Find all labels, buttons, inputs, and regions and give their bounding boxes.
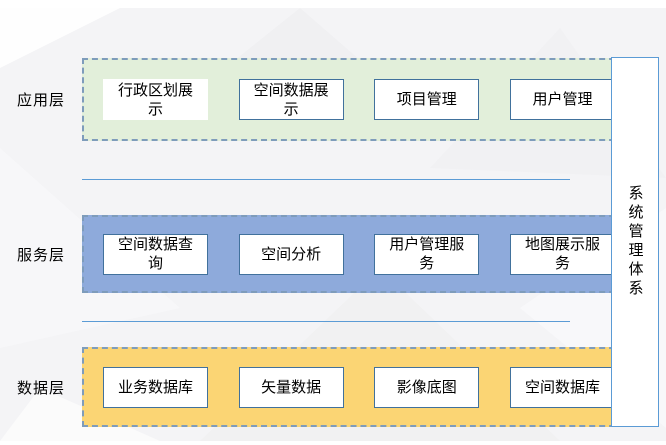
application-layer-row: 应用层 行政区划展 示 空间数据展 示 项目管理 用户管理 xyxy=(0,58,666,141)
application-layer-label: 应用层 xyxy=(16,92,65,109)
layer-divider-bottom xyxy=(82,321,570,322)
box-spatial-database: 空间数据库 xyxy=(509,366,615,408)
box-map-display-service: 地图展示服 务 xyxy=(509,233,615,275)
data-layer-container: 业务数据库 矢量数据 影像底图 空间数据库 xyxy=(82,347,635,427)
data-layer-row: 数据层 业务数据库 矢量数据 影像底图 空间数据库 xyxy=(0,347,666,427)
box-vector-data: 矢量数据 xyxy=(238,366,344,408)
box-spatial-data-query: 空间数据查 询 xyxy=(103,233,208,275)
box-admin-division-display: 行政区划展 示 xyxy=(103,79,208,120)
application-layer-container: 行政区划展 示 空间数据展 示 项目管理 用户管理 xyxy=(82,58,635,141)
box-imagery-basemap: 影像底图 xyxy=(374,366,480,408)
service-layer-row: 服务层 空间数据查 询 空间分析 用户管理服 务 地图展示服 务 xyxy=(0,215,666,293)
box-business-database: 业务数据库 xyxy=(103,366,208,408)
box-user-management: 用户管理 xyxy=(509,79,615,120)
box-spatial-analysis: 空间分析 xyxy=(238,233,344,275)
service-layer-label: 服务层 xyxy=(16,246,65,264)
system-management-label: 系统管理体系 xyxy=(626,185,644,299)
system-management-panel: 系统管理体系 xyxy=(611,57,659,427)
box-project-management: 项目管理 xyxy=(374,79,480,120)
box-user-management-service: 用户管理服 务 xyxy=(374,233,480,275)
data-layer-label: 数据层 xyxy=(16,379,65,397)
layer-divider-top xyxy=(82,179,570,180)
service-layer-container: 空间数据查 询 空间分析 用户管理服 务 地图展示服 务 xyxy=(82,215,635,293)
box-spatial-data-display: 空间数据展 示 xyxy=(238,79,344,120)
